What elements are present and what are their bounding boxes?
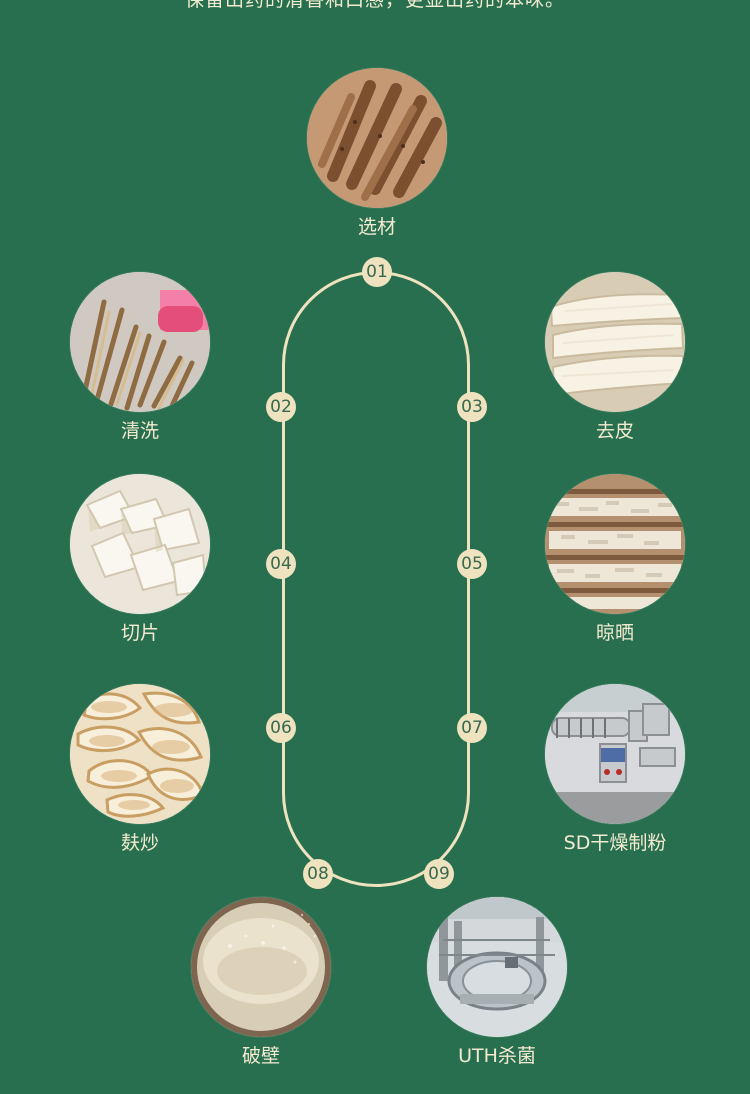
step-label: 麸炒: [120, 832, 159, 854]
sterilizer-icon: [427, 897, 567, 1037]
step-number-03: 03: [457, 392, 487, 422]
slices-icon: [70, 474, 210, 614]
step-08: 破壁: [181, 897, 341, 1067]
step-04: 切片: [60, 474, 220, 644]
step-label: 晾晒: [595, 622, 634, 644]
step-01: 选材: [297, 68, 457, 238]
washing-icon: [70, 272, 210, 412]
intro-text: 保留山药的清香和口感，更显山药的本味。: [184, 0, 565, 11]
step-number-01: 01: [362, 257, 392, 287]
machine-icon: [545, 684, 685, 824]
process-track: [282, 271, 470, 887]
roasted-slices-icon: [70, 684, 210, 824]
step-02: 清洗: [60, 272, 220, 442]
powder-icon: [191, 897, 331, 1037]
step-number-06: 06: [266, 713, 296, 743]
step-03: 去皮: [535, 272, 695, 442]
step-number-08: 08: [303, 859, 333, 889]
step-number-07: 07: [457, 713, 487, 743]
roots-icon: [307, 68, 447, 208]
peeled-yam-icon: [545, 272, 685, 412]
step-07: SD干燥制粉: [535, 684, 695, 854]
step-label: UTH杀菌: [458, 1045, 536, 1067]
step-06: 麸炒: [60, 684, 220, 854]
step-number-09: 09: [424, 859, 454, 889]
step-label: SD干燥制粉: [563, 832, 667, 854]
drying-rack-icon: [545, 474, 685, 614]
step-label: 选材: [357, 216, 396, 238]
step-05: 晾晒: [535, 474, 695, 644]
step-number-02: 02: [266, 392, 296, 422]
step-number-05: 05: [457, 549, 487, 579]
step-label: 切片: [120, 622, 159, 644]
step-number-04: 04: [266, 549, 296, 579]
step-label: 清洗: [120, 420, 159, 442]
step-label: 去皮: [595, 420, 634, 442]
step-09: UTH杀菌: [417, 897, 577, 1067]
step-label: 破壁: [241, 1045, 280, 1067]
